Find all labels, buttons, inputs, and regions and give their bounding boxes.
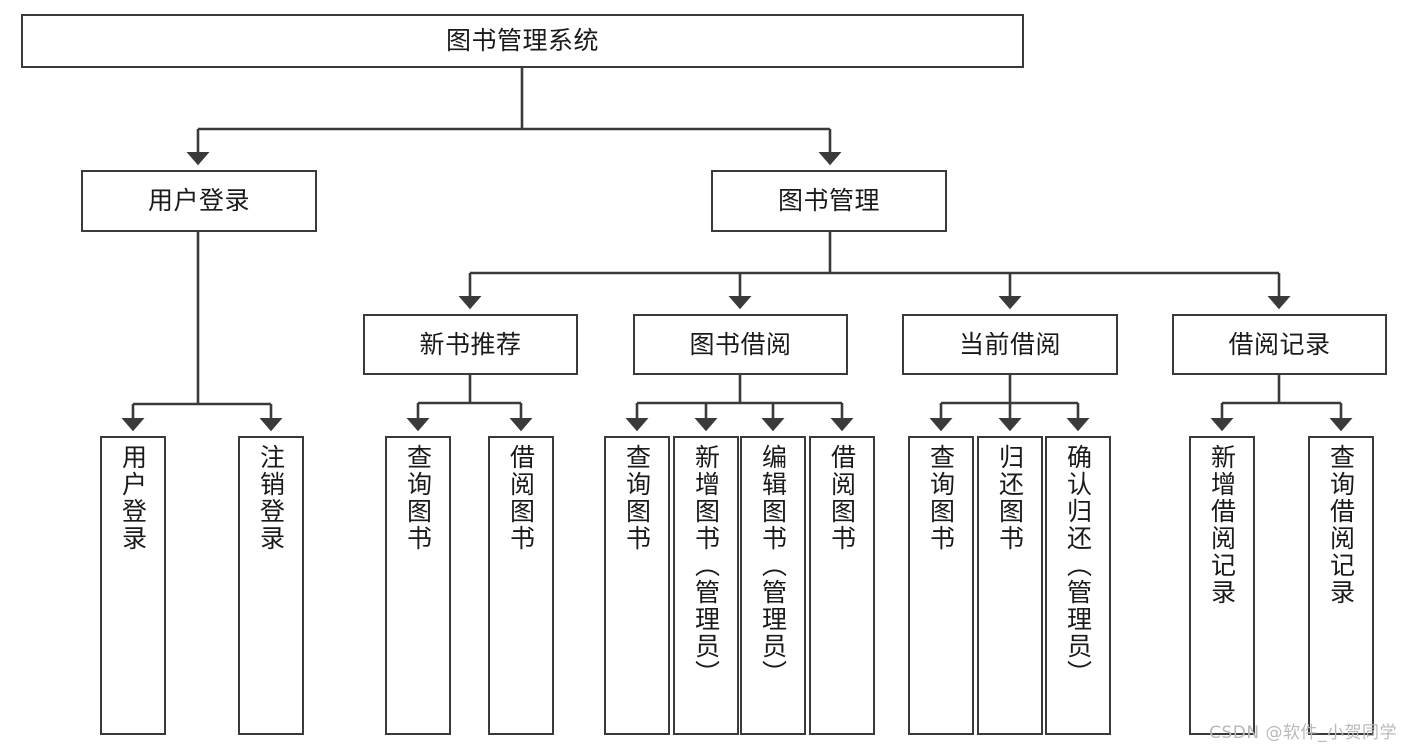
node-book-borrow[interactable]: 图书借阅	[633, 314, 848, 375]
node-leaf-add-book[interactable]: 新增图书（管理员）	[673, 436, 739, 735]
node-leaf-add-record-label: 新增借阅记录	[1207, 444, 1237, 606]
node-leaf-return-book[interactable]: 归还图书	[977, 436, 1043, 735]
node-current-borrow[interactable]: 当前借阅	[902, 314, 1118, 375]
node-new-book-recommend[interactable]: 新书推荐	[363, 314, 578, 375]
node-book-manage-label: 图书管理	[777, 186, 880, 216]
node-user-login[interactable]: 用户登录	[81, 170, 317, 232]
node-borrow-record-label: 借阅记录	[1228, 329, 1331, 359]
node-leaf-user-login-label: 用户登录	[118, 444, 148, 552]
node-leaf-edit-book[interactable]: 编辑图书（管理员）	[740, 436, 806, 735]
node-leaf-confirm-return[interactable]: 确认归还（管理员）	[1045, 436, 1111, 735]
node-leaf-user-login[interactable]: 用户登录	[100, 436, 166, 735]
node-leaf-add-record[interactable]: 新增借阅记录	[1189, 436, 1255, 735]
node-leaf-edit-book-label: 编辑图书（管理员）	[758, 444, 788, 687]
node-leaf-query-book-3[interactable]: 查询图书	[908, 436, 974, 735]
node-leaf-borrow-book-1-label: 借阅图书	[506, 444, 536, 552]
node-leaf-user-logout[interactable]: 注销登录	[238, 436, 304, 735]
node-leaf-borrow-book-1[interactable]: 借阅图书	[488, 436, 554, 735]
node-leaf-add-book-label: 新增图书（管理员）	[691, 444, 721, 687]
node-user-login-label: 用户登录	[147, 186, 250, 216]
node-leaf-query-record-label: 查询借阅记录	[1326, 444, 1356, 606]
node-leaf-query-book-3-label: 查询图书	[926, 444, 956, 552]
node-leaf-confirm-return-label: 确认归还（管理员）	[1063, 444, 1093, 687]
node-leaf-query-book-1[interactable]: 查询图书	[385, 436, 451, 735]
node-leaf-borrow-book-2-label: 借阅图书	[827, 444, 857, 552]
node-leaf-user-logout-label: 注销登录	[256, 444, 286, 552]
node-book-manage[interactable]: 图书管理	[711, 170, 947, 232]
node-book-borrow-label: 图书借阅	[689, 329, 792, 359]
node-leaf-query-book-2-label: 查询图书	[622, 444, 652, 552]
node-leaf-query-record[interactable]: 查询借阅记录	[1308, 436, 1374, 735]
node-leaf-query-book-2[interactable]: 查询图书	[604, 436, 670, 735]
node-leaf-query-book-1-label: 查询图书	[403, 444, 433, 552]
node-leaf-borrow-book-2[interactable]: 借阅图书	[809, 436, 875, 735]
node-root[interactable]: 图书管理系统	[21, 14, 1024, 68]
node-new-book-recommend-label: 新书推荐	[419, 329, 522, 359]
node-leaf-return-book-label: 归还图书	[995, 444, 1025, 552]
node-current-borrow-label: 当前借阅	[958, 329, 1061, 359]
node-borrow-record[interactable]: 借阅记录	[1172, 314, 1387, 375]
node-root-label: 图书管理系统	[445, 26, 599, 56]
